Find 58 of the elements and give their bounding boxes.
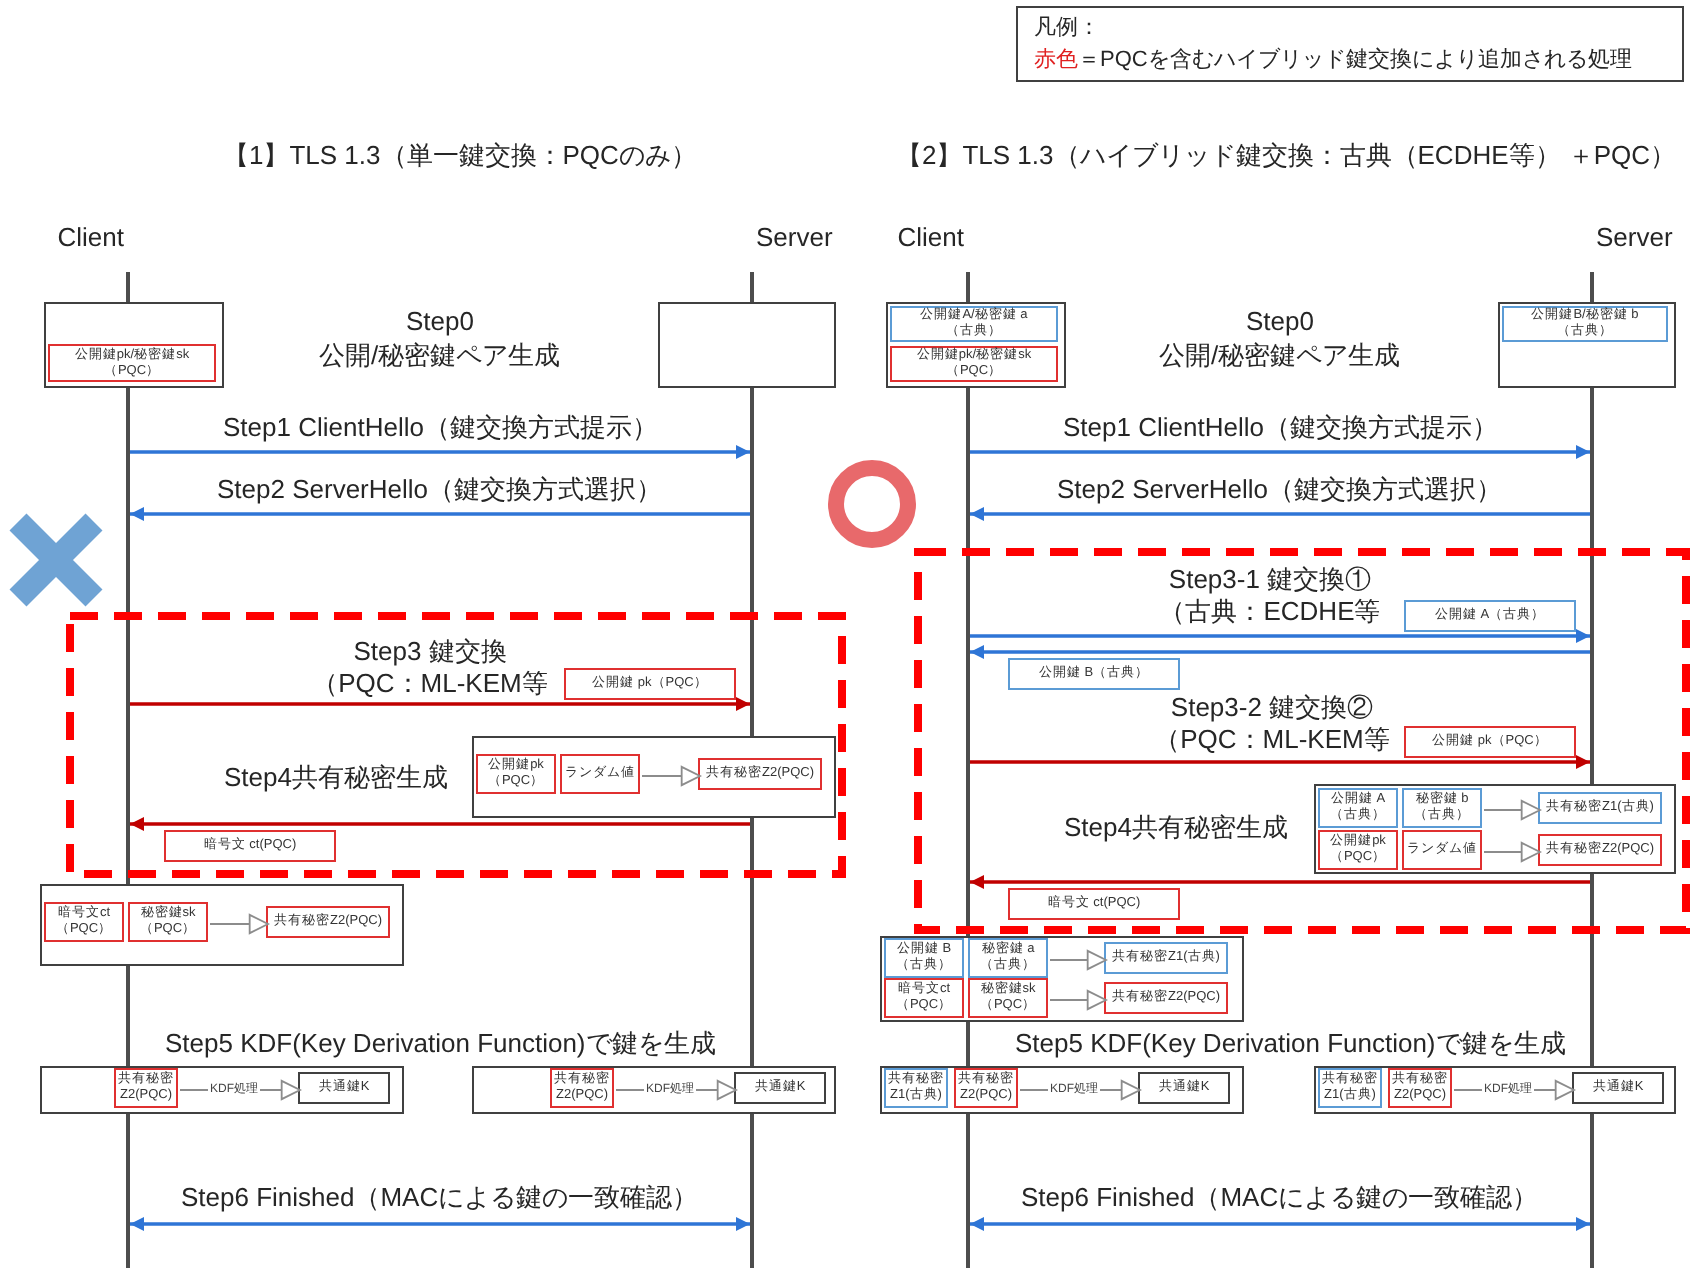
participant-label: Server [1596,220,1673,254]
message-label: Step1 ClientHello（鍵交換方式提示） [1063,412,1498,444]
message-arrow [970,445,1590,459]
process-box [40,884,404,966]
message-arrow [970,507,1590,521]
process-arrow [1483,799,1541,821]
message-arrow [130,445,750,459]
message-arrow [970,645,1590,659]
step-label: Step4共有秘密生成 [1064,812,1288,844]
process-box [1498,302,1676,388]
message-arrow [970,629,1590,643]
message-label: Step3-1 鍵交換①（古典：ECDHE等 [1157,564,1383,628]
double-arrow [130,1217,750,1231]
legend-key: 赤色 [1034,48,1078,72]
participant-label: Client [897,220,964,254]
highlight-region [914,548,1690,934]
message-label: Step2 ServerHello（鍵交換方式選択） [1057,474,1502,506]
legend-title: 凡例： [1034,14,1100,44]
step-label: Step5 KDF(Key Derivation Function)で鍵を生成 [1015,1028,1566,1060]
process-arrow [1483,841,1541,863]
process-box [886,302,1066,388]
highlight-region [66,612,846,878]
participant-label: Client [57,220,124,254]
message-label: Step6 Finished（MACによる鍵の一致確認） [181,1182,699,1214]
message-label: Step1 ClientHello（鍵交換方式提示） [223,412,658,444]
message-arrow [970,755,1590,769]
process-box [880,936,1244,1022]
message-arrow [130,507,750,521]
process-box [1314,784,1676,874]
process-box [44,302,224,388]
legend-text: ＝PQCを含むハイブリッド鍵交換により追加される処理 [1078,48,1632,72]
message-label: Step3 鍵交換（PQC：ML-KEM等 [310,636,550,700]
panel-title: 【1】TLS 1.3（単一鍵交換：PQCのみ） [223,140,697,172]
step-label: Step5 KDF(Key Derivation Function)で鍵を生成 [165,1028,716,1060]
message-arrow [970,875,1590,889]
process-arrow [1049,989,1107,1011]
process-arrow [209,913,269,935]
process-box [472,736,836,818]
step-label: 公開/秘密鍵ペア生成 [1159,340,1401,372]
message-label: Step6 Finished（MACによる鍵の一致確認） [1021,1182,1539,1214]
step-label: Step0 [1246,306,1314,338]
message-label: Step3-2 鍵交換②（PQC：ML-KEM等 [1152,692,1392,756]
process-box [658,302,836,388]
double-arrow [970,1217,1590,1231]
process-box [40,1066,404,1114]
process-box [472,1066,836,1114]
process-arrow [641,765,701,787]
message-arrow [130,697,750,711]
panel-title: 【2】TLS 1.3（ハイブリッド鍵交換：古典（ECDHE等） ＋PQC） [896,140,1677,172]
message-arrow [130,817,750,831]
process-arrow [1049,949,1107,971]
message-label: Step2 ServerHello（鍵交換方式選択） [217,474,662,506]
process-box [1314,1066,1676,1114]
step-label: Step0 [406,306,474,338]
participant-label: Server [756,220,833,254]
step-label: 公開/秘密鍵ペア生成 [319,340,561,372]
step-label: Step4共有秘密生成 [224,762,448,794]
process-box [880,1066,1244,1114]
